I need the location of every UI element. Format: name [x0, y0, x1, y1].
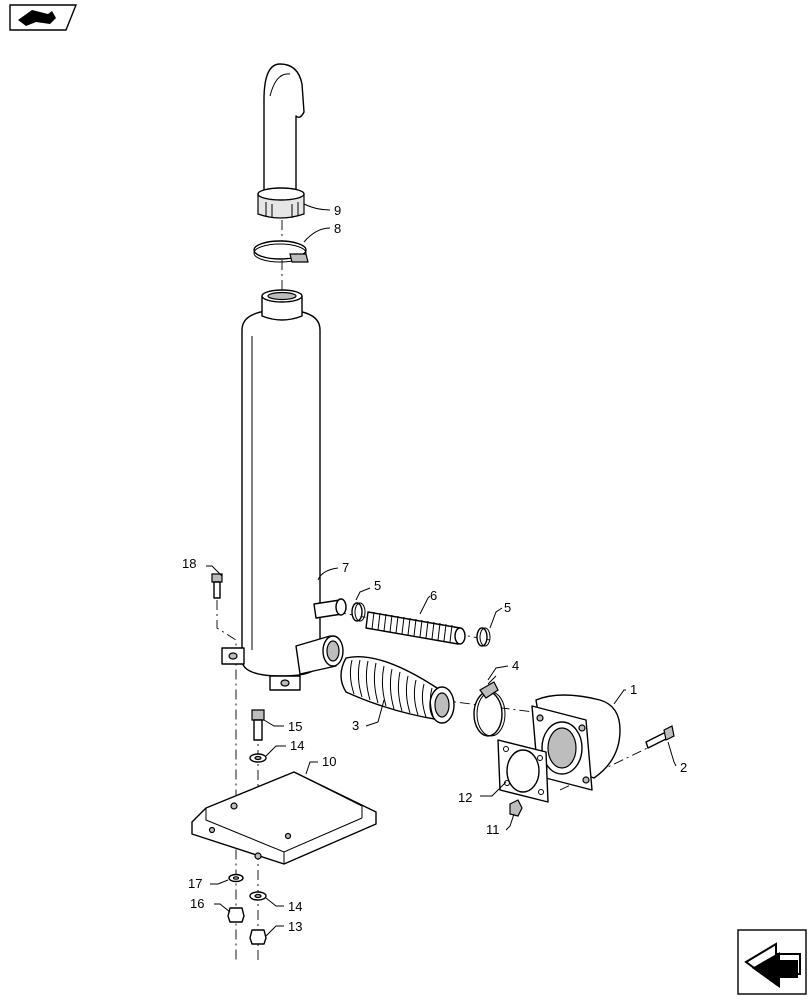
callout-1: 1: [630, 682, 637, 697]
muffler: [221, 289, 347, 691]
leader-lines: [206, 203, 677, 937]
mount-bolt: [251, 709, 265, 741]
nut-right: [249, 929, 267, 945]
callout-14-upper: 14: [290, 738, 304, 753]
washer-upper: [249, 753, 267, 763]
callout-10: 10: [322, 754, 336, 769]
callout-14-lower: 14: [288, 899, 302, 914]
callout-13: 13: [288, 919, 302, 934]
callout-3: 3: [352, 718, 359, 733]
washer-left: [228, 873, 244, 883]
mount-centerline-left: [216, 600, 237, 960]
callout-16: 16: [190, 896, 204, 911]
callout-15: 15: [288, 719, 302, 734]
flex-hose-large: [340, 655, 455, 724]
callout-18: 18: [182, 556, 196, 571]
t-bolt-clamp: [473, 675, 506, 737]
mounting-bracket: [191, 771, 377, 865]
flex-hose-small: [365, 611, 466, 645]
clamp-band: [253, 240, 309, 263]
callout-5-left: 5: [374, 578, 381, 593]
mount-bolt-upper: [211, 573, 223, 599]
hose-clamp-left: [351, 602, 366, 622]
flange-nut: [509, 799, 523, 817]
callout-6: 6: [430, 588, 437, 603]
callout-5-right: 5: [504, 600, 511, 615]
callout-8: 8: [334, 221, 341, 236]
flange-centerline: [559, 741, 661, 791]
next-page-arrow-icon[interactable]: [737, 929, 807, 995]
flange-bolt: [645, 725, 675, 749]
callout-17: 17: [188, 876, 202, 891]
washer-lower: [249, 891, 267, 901]
nut-left: [227, 907, 245, 923]
book-arrow-icon[interactable]: [9, 4, 78, 31]
hose-clamp-right: [476, 627, 491, 647]
exhaust-tip: [257, 63, 305, 219]
callout-9: 9: [334, 203, 341, 218]
callout-4: 4: [512, 658, 519, 673]
callout-7: 7: [342, 560, 349, 575]
gasket: [497, 739, 549, 803]
outlet-centerline: [439, 699, 581, 719]
callout-11: 11: [486, 822, 500, 837]
callout-12: 12: [458, 790, 472, 805]
callout-2: 2: [680, 760, 687, 775]
